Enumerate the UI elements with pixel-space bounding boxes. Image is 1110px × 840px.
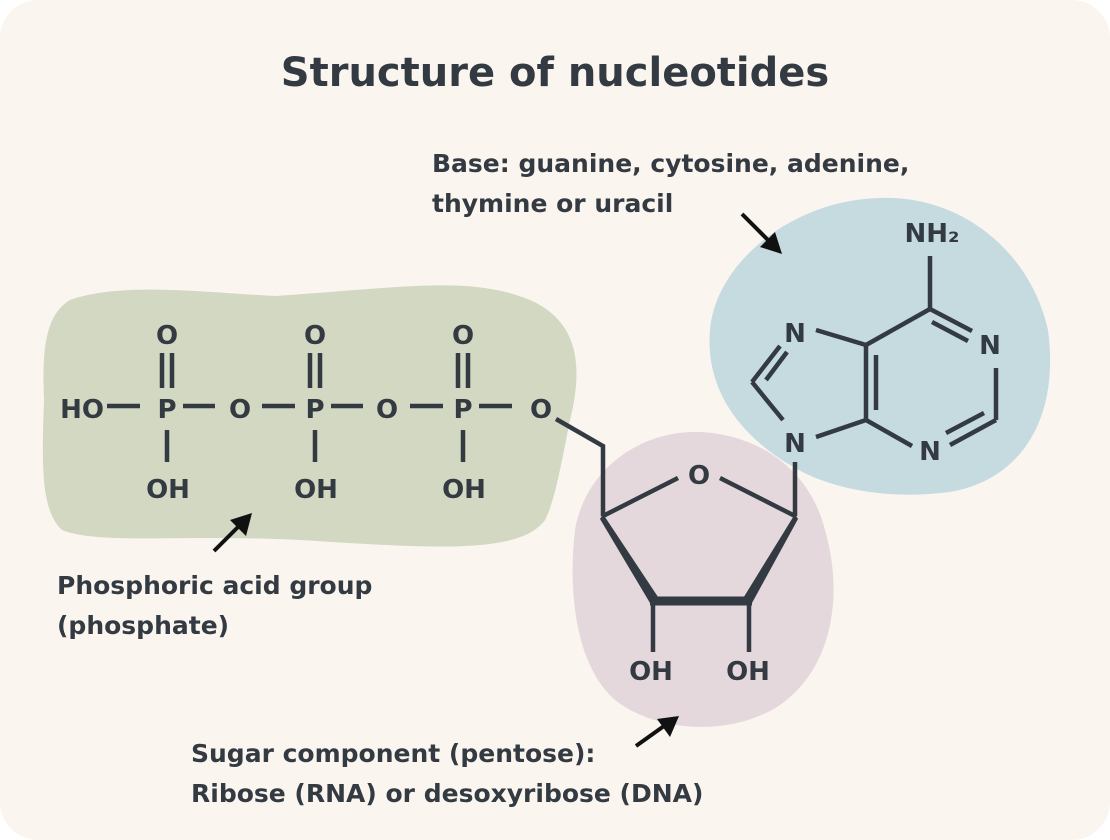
atom-n1: N <box>979 331 1001 361</box>
sugar-ring: O OH OH <box>600 461 798 687</box>
sugar-arrow-icon <box>634 716 679 748</box>
sugar-region <box>572 431 834 727</box>
atom-ring-o: O <box>688 461 710 491</box>
atom-sugar-oh2: OH <box>726 657 770 687</box>
atom-p3: P <box>453 395 472 425</box>
diagram-title: Structure of nucleotides <box>281 50 829 96</box>
atom-o-bridge1: O <box>229 395 251 425</box>
atom-oh2: OH <box>294 475 338 505</box>
atom-p2: P <box>305 395 324 425</box>
atom-n3: N <box>919 437 941 467</box>
atom-o-top3: O <box>452 321 474 351</box>
atom-nh2: NH₂ <box>905 219 960 249</box>
atom-ho: HO <box>60 395 104 425</box>
base-label-line2: thymine or uracil <box>432 189 673 218</box>
phosphate-label-line1: Phosphoric acid group <box>57 571 372 600</box>
atom-oh1: OH <box>146 475 190 505</box>
atom-o-top2: O <box>304 321 326 351</box>
phosphate-group: HO P O P O P O O O O OH OH OH <box>60 321 552 505</box>
ester-bond <box>554 417 606 516</box>
atom-n7: N <box>784 319 806 349</box>
phosphate-region <box>42 285 577 547</box>
base-label-line1: Base: guanine, cytosine, adenine, <box>432 149 909 178</box>
base-adenine: N N N N NH₂ <box>750 219 1001 467</box>
atom-sugar-oh1: OH <box>629 657 673 687</box>
atom-o-top1: O <box>156 321 178 351</box>
atom-o-ester: O <box>530 395 552 425</box>
sugar-label-line2: Ribose (RNA) or desoxyribose (DNA) <box>191 779 703 808</box>
atom-o-bridge2: O <box>376 395 398 425</box>
phosphate-arrow-icon <box>212 513 252 553</box>
atom-n9: N <box>784 429 806 459</box>
atom-p1: P <box>157 395 176 425</box>
sugar-label-line1: Sugar component (pentose): <box>191 739 595 768</box>
atom-oh3: OH <box>442 475 486 505</box>
phosphate-label-line2: (phosphate) <box>57 611 229 640</box>
base-arrow-icon <box>740 212 782 254</box>
